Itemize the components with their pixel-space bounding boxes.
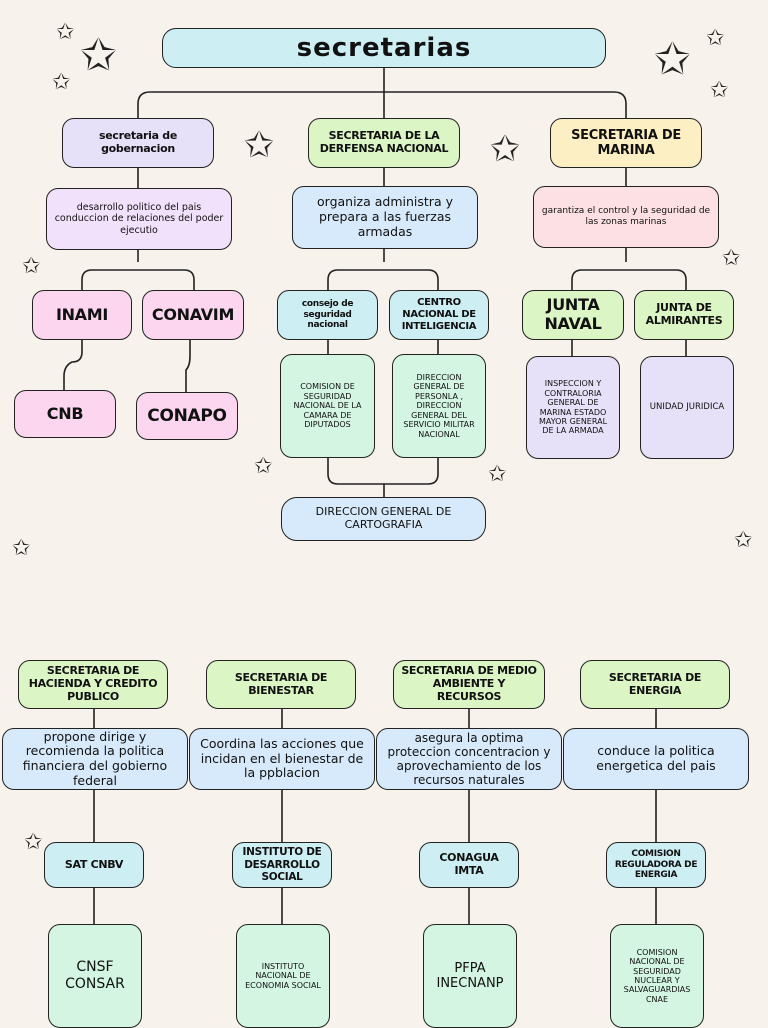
defensa-description: organiza administra y prepara a las fuer… xyxy=(292,186,478,249)
energia-description: conduce la politica energetica del pais xyxy=(563,728,749,790)
star-icon: ✩ xyxy=(710,78,729,103)
star-icon: ✩ xyxy=(706,26,725,51)
star-icon: ✩ xyxy=(490,129,521,170)
star-icon: ✩ xyxy=(12,536,31,561)
comision-seguridad-nuclear-box: COMISION NACIONAL DE SEGURIDAD NUCLEAR Y… xyxy=(610,924,704,1028)
bienestar-description: Coordina las acciones que incidan en el … xyxy=(189,728,375,790)
conapo-box: CONAPO xyxy=(136,392,238,440)
star-icon: ✩ xyxy=(734,528,753,553)
conagua-imta-box: CONAGUA IMTA xyxy=(419,842,519,888)
gobernacion-heading: secretaria de gobernacion xyxy=(62,118,214,168)
star-icon: ✩ xyxy=(24,830,43,855)
star-icon: ✩ xyxy=(52,70,71,95)
star-icon: ✩ xyxy=(722,246,741,271)
cartografia-box: DIRECCION GENERAL DE CARTOGRAFIA xyxy=(281,497,486,541)
medio-ambiente-description: asegura la optima proteccion concentraci… xyxy=(376,728,562,790)
star-icon: ✩ xyxy=(80,30,117,81)
gobernacion-description: desarrollo politico del pais conduccion … xyxy=(46,188,232,250)
unidad-juridica-box: UNIDAD JURIDICA xyxy=(640,356,734,459)
star-icon: ✩ xyxy=(254,454,273,479)
defensa-heading: SECRETARIA DE LA DERFENSA NACIONAL xyxy=(308,118,460,168)
hacienda-description: propone dirige y recomienda la politica … xyxy=(2,728,188,790)
direccion-personal-box: DIRECCION GENERAL DE PERSONLA , DIRECCIO… xyxy=(392,354,486,458)
sat-cnbv-box: SAT CNBV xyxy=(44,842,144,888)
star-icon: ✩ xyxy=(244,125,275,166)
star-icon: ✩ xyxy=(654,34,691,85)
inspeccion-contraloria-box: INSPECCION Y CONTRALORIA GENERAL DE MARI… xyxy=(526,356,620,459)
hacienda-heading: SECRETARIA DE HACIENDA Y CREDITO PUBLICO xyxy=(18,660,168,709)
centro-inteligencia-box: CENTRO NACIONAL DE INTELIGENCIA xyxy=(389,290,489,340)
junta-naval-box: JUNTA NAVAL xyxy=(522,290,624,340)
diagram-title: secretarias xyxy=(162,28,606,68)
star-icon: ✩ xyxy=(22,254,41,279)
junta-almirantes-box: JUNTA DE ALMIRANTES xyxy=(634,290,734,340)
cnb-box: CNB xyxy=(14,390,116,438)
comision-reguladora-box: COMISION REGULADORA DE ENERGIA xyxy=(606,842,706,888)
cnsf-consar-box: CNSF CONSAR xyxy=(48,924,142,1028)
instituto-economia-box: INSTITUTO NACIONAL DE ECONOMIA SOCIAL xyxy=(236,924,330,1028)
star-icon: ✩ xyxy=(56,20,75,45)
conavim-box: CONAVIM xyxy=(142,290,244,340)
marina-description: garantiza el control y la seguridad de l… xyxy=(533,186,719,248)
medio-ambiente-heading: SECRETARIA DE MEDIO AMBIENTE Y RECURSOS xyxy=(393,660,545,709)
pfpa-inecnanp-box: PFPA INECNANP xyxy=(423,924,517,1028)
star-icon: ✩ xyxy=(488,462,507,487)
consejo-seguridad-box: consejo de seguridad nacional xyxy=(277,290,378,340)
inami-box: INAMI xyxy=(32,290,132,340)
instituto-desarrollo-box: INSTITUTO DE DESARROLLO SOCIAL xyxy=(232,842,332,888)
marina-heading: SECRETARIA DE MARINA xyxy=(550,118,702,168)
comision-seguridad-box: COMISION DE SEGURIDAD NACIONAL DE LA CAM… xyxy=(280,354,375,458)
bienestar-heading: SECRETARIA DE BIENESTAR xyxy=(206,660,356,709)
energia-heading: SECRETARIA DE ENERGIA xyxy=(580,660,730,709)
